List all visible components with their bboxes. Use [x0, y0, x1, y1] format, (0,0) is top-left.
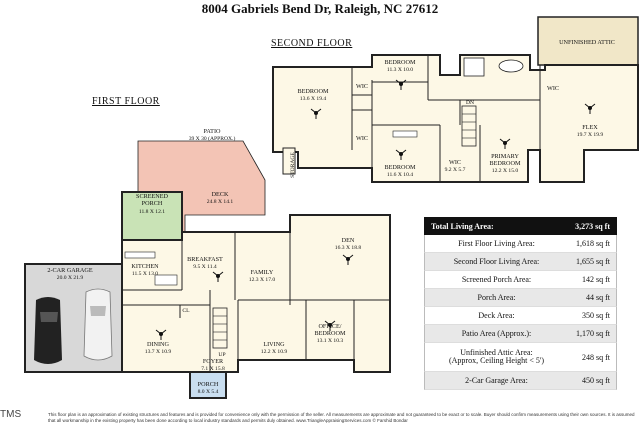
area-row-label: First Floor Living Area: — [458, 238, 535, 248]
bedroom-b-size: 11.3 X 10.0 — [387, 67, 413, 73]
primary-label: PRIMARY — [491, 153, 519, 160]
breakfast-label: BREAKFAST — [187, 256, 223, 263]
bedroom-a-label: BEDROOM — [298, 88, 329, 95]
flex-label: FLEX — [582, 124, 598, 131]
primary-bedroom-label: BEDROOM — [490, 160, 521, 167]
first-floor-labels: PATIO 39 X 30 (APPROX.) DECK 24.8 X 14.1… — [47, 128, 361, 395]
second-floor-plan — [272, 16, 639, 183]
area-row-value: 248 sq ft — [582, 352, 610, 362]
area-row: First Floor Living Area: 1,618 sq ft — [424, 235, 617, 253]
area-row: Second Floor Living Area: 1,655 sq ft — [424, 253, 617, 271]
flex-size: 19.7 X 19.9 — [577, 132, 604, 138]
total-living-area-row: Total Living Area: 3,273 sq ft — [424, 217, 617, 235]
area-row: Deck Area: 350 sq ft — [424, 307, 617, 325]
bedroom-a-size: 13.6 X 19.4 — [300, 96, 327, 102]
foyer-label: FOYER — [203, 358, 224, 365]
deck-label: DECK — [212, 191, 229, 198]
second-floor-label: SECOND FLOOR — [271, 38, 353, 49]
area-row-value: 142 sq ft — [582, 275, 610, 284]
area-row-label: Screened Porch Area: — [461, 274, 532, 284]
family-size: 12.3 X 17.0 — [249, 277, 276, 283]
garage-cars — [34, 288, 113, 364]
living-size: 12.2 X 10.9 — [261, 349, 288, 355]
breakfast-size: 9.5 X 11.4 — [193, 264, 217, 270]
screened-porch-label: PORCH — [142, 200, 163, 207]
wic-2-label: WIC — [356, 135, 368, 142]
first-floor-label: FIRST FLOOR — [92, 96, 160, 107]
porch-size: 8.0 X 5.4 — [198, 389, 219, 395]
area-row-value: 1,618 sq ft — [576, 239, 610, 248]
deck-size: 24.8 X 14.1 — [207, 199, 234, 205]
patio-label: PATIO — [204, 128, 221, 135]
total-living-area-value: 3,273 sq ft — [575, 221, 610, 231]
attic-area-note: (Approx, Ceiling Height < 5') — [448, 356, 545, 365]
area-row: Porch Area: 44 sq ft — [424, 289, 617, 307]
bedroom-c-size: 11.6 X 10.4 — [387, 172, 413, 178]
disclaimer-text: This floor plan is an approximation of e… — [48, 412, 635, 423]
area-row-label: Porch Area: — [477, 292, 516, 302]
garage-size: 20.0 X 21.9 — [57, 275, 84, 281]
area-row-label: Patio Area (Approx.): — [461, 328, 532, 338]
area-row-value: 450 sq ft — [582, 376, 610, 385]
bedroom-b-label: BEDROOM — [385, 59, 416, 66]
dining-size: 13.7 X 10.9 — [145, 349, 172, 355]
garage-label: 2-CAR GARAGE — [47, 267, 92, 274]
living-label: LIVING — [263, 341, 285, 348]
kitchen-label: KITCHEN — [131, 263, 159, 270]
area-row: Patio Area (Approx.): 1,170 sq ft — [424, 325, 617, 343]
property-address-title: 8004 Gabriels Bend Dr, Raleigh, NC 27612 — [201, 1, 439, 16]
dining-label: DINING — [147, 341, 170, 348]
office-label: OFFICE/ — [318, 323, 341, 330]
patio-size: 39 X 30 (APPROX.) — [189, 135, 236, 142]
second-floor-fans — [310, 79, 596, 160]
down-stairs-label: DN — [466, 100, 474, 106]
screened-porch-size: 11.8 X 12.1 — [139, 209, 165, 215]
unfinished-attic-area — [537, 16, 639, 66]
area-row: Screened Porch Area: 142 sq ft — [424, 271, 617, 289]
den-size: 16.3 X 18.8 — [335, 245, 362, 251]
family-label: FAMILY — [251, 269, 274, 276]
foyer-size: 7.1 X 15.8 — [201, 366, 225, 372]
area-row-value: 350 sq ft — [582, 311, 610, 320]
wic-1-label: WIC — [356, 83, 368, 90]
up-stairs-label: UP — [218, 352, 225, 358]
area-row-value: 1,170 sq ft — [576, 329, 610, 338]
watermark-text: TMS — [0, 409, 22, 420]
attic-area-label: Unfinished Attic Area: — [460, 348, 533, 357]
total-living-area-label: Total Living Area: — [431, 221, 494, 231]
area-row-label: Deck Area: — [478, 310, 515, 320]
area-row: 2-Car Garage Area: 450 sq ft — [424, 372, 617, 390]
area-row-value: 44 sq ft — [586, 293, 610, 302]
porch-label: PORCH — [198, 381, 219, 388]
area-row-label: 2-Car Garage Area: — [465, 375, 528, 385]
attic-label: UNFINISHED ATTIC — [559, 39, 615, 46]
closet-label: CL — [182, 308, 190, 314]
screened-label: SCREENED — [136, 193, 169, 200]
kitchen-size: 11.5 X 13.0 — [132, 271, 158, 277]
wic-3-size: 9.2 X 5.7 — [445, 167, 466, 173]
porch-area — [189, 371, 227, 399]
wic-3-label: WIC — [449, 159, 461, 166]
screened-porch-area — [121, 191, 183, 241]
wic-4-label: WIC — [547, 85, 559, 92]
bedroom-c-label: BEDROOM — [385, 164, 416, 171]
storage-label: STORAGE — [290, 152, 296, 178]
area-row: Unfinished Attic Area:(Approx, Ceiling H… — [424, 343, 617, 372]
area-row-value: 1,655 sq ft — [576, 257, 610, 266]
office-bedroom-label: BEDROOM — [315, 330, 346, 337]
area-summary-table: Total Living Area: 3,273 sq ft First Flo… — [424, 217, 617, 390]
area-row-label: Unfinished Attic Area:(Approx, Ceiling H… — [431, 349, 562, 365]
area-row-label: Second Floor Living Area: — [453, 256, 540, 266]
primary-size: 12.2 X 15.0 — [492, 168, 519, 174]
first-floor-fans — [155, 254, 354, 340]
office-size: 13.1 X 10.3 — [317, 338, 344, 344]
den-label: DEN — [342, 237, 355, 244]
second-floor-labels: UNFINISHED ATTIC BEDROOM 13.6 X 19.4 BED… — [290, 39, 615, 178]
